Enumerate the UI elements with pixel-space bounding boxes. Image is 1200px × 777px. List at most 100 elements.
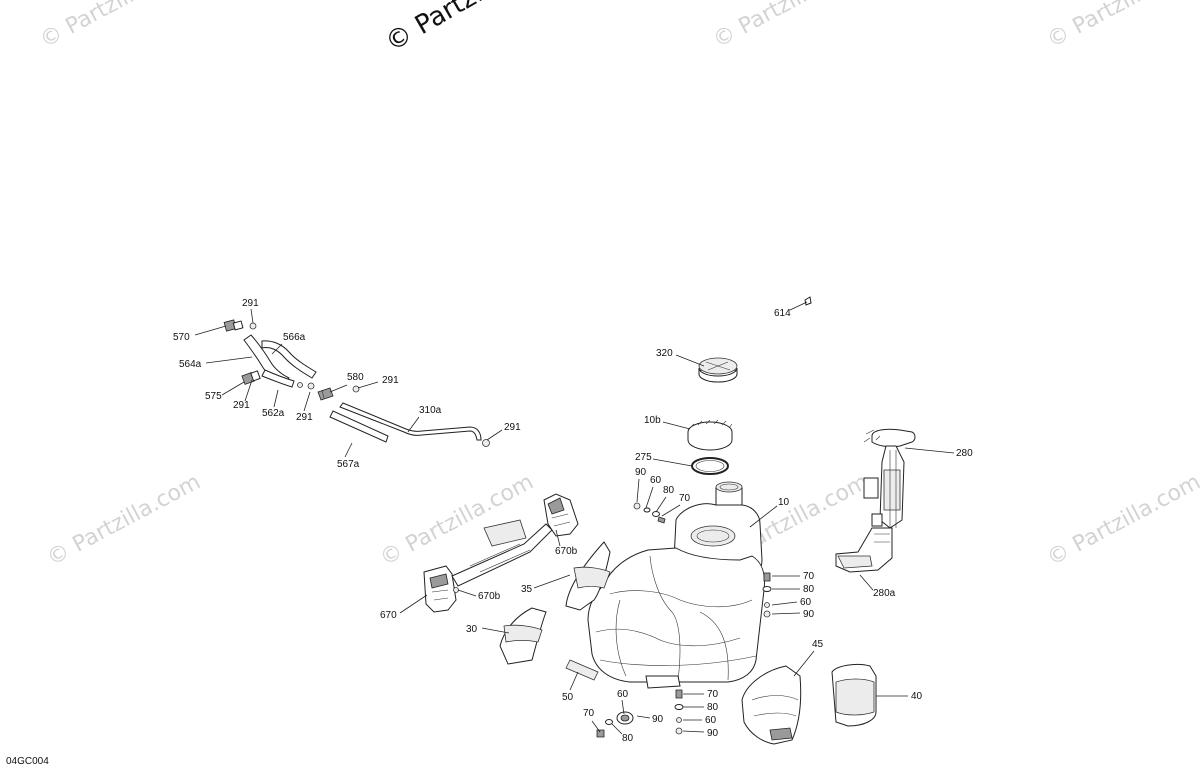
- leader-line: [194, 325, 227, 336]
- callout-label-320: 320: [656, 348, 673, 359]
- part-614-clip: [804, 296, 812, 306]
- callout-label-60: 60: [617, 689, 629, 700]
- leader-line: [789, 301, 808, 311]
- leader-line: [250, 308, 254, 324]
- leader-line: [655, 496, 667, 513]
- callout-label-30: 30: [466, 624, 478, 635]
- leader-line: [749, 505, 778, 528]
- leader-lines: [194, 301, 955, 735]
- hardware-stack-right: [762, 572, 772, 618]
- leader-line: [621, 699, 625, 715]
- part-291-clamp: [307, 382, 315, 390]
- leader-line: [636, 478, 640, 503]
- watermark-text: © Partzilla.com: [36, 0, 198, 53]
- leader-line: [675, 354, 705, 367]
- part-566a-hose: [261, 340, 317, 379]
- leader-line: [399, 594, 428, 614]
- leader-line: [859, 574, 874, 591]
- part-580-fitting: [317, 387, 334, 401]
- callout-label-70: 70: [803, 571, 815, 582]
- callout-label-670b: 670b: [555, 546, 578, 557]
- callout-label-291: 291: [233, 400, 250, 411]
- callout-label-60: 60: [800, 597, 812, 608]
- watermark-text: © Partzilla.com: [1043, 0, 1200, 53]
- callout-label-275: 275: [635, 452, 652, 463]
- callout-label-10b: 10b: [644, 415, 661, 426]
- part-575-connector: [241, 370, 261, 385]
- leader-line: [904, 447, 955, 454]
- fuel-line-assembly: [223, 319, 490, 447]
- part-291-clamp: [482, 439, 490, 447]
- part-310a-line: [339, 402, 482, 441]
- part-50-strip: [565, 659, 599, 681]
- leader-line: [271, 343, 283, 355]
- part-280a-fuel-pump-base: [835, 527, 893, 573]
- callout-label-50: 50: [562, 692, 574, 703]
- callout-label-291: 291: [382, 375, 399, 386]
- callout-label-10: 10: [778, 497, 790, 508]
- leader-line: [303, 391, 311, 412]
- leader-line: [244, 379, 253, 402]
- callout-label-40: 40: [911, 691, 923, 702]
- callout-label-280a: 280a: [873, 588, 896, 599]
- hardware-stack-lower: [596, 689, 684, 738]
- callout-label-90: 90: [707, 728, 719, 739]
- callout-label-90: 90: [635, 467, 647, 478]
- leader-line: [793, 650, 815, 677]
- callout-label-80: 80: [663, 485, 675, 496]
- leader-line: [636, 715, 651, 719]
- callout-label-60: 60: [705, 715, 717, 726]
- callout-label-70: 70: [583, 708, 595, 719]
- callout-label-90: 90: [803, 609, 815, 620]
- hardware-stack-upper: [633, 502, 666, 524]
- leader-line: [652, 458, 693, 467]
- leader-line: [357, 381, 379, 389]
- part-40-cover: [831, 663, 877, 727]
- callout-label-60: 60: [650, 475, 662, 486]
- callout-label-70: 70: [707, 689, 719, 700]
- callout-label-670: 670: [380, 610, 397, 621]
- callout-label-80: 80: [803, 584, 815, 595]
- callout-label-580: 580: [347, 372, 364, 383]
- watermark-layer: © Partzilla.com© Partzill© Partzilla.com…: [36, 0, 1200, 571]
- watermark-text: © Partzilla.com: [1043, 470, 1200, 572]
- callout-label-291: 291: [504, 422, 521, 433]
- callout-label-80: 80: [622, 733, 634, 744]
- watermark-text: © Partzilla.com: [709, 0, 871, 53]
- callout-label-291: 291: [296, 412, 313, 423]
- part-45-cover: [741, 665, 802, 745]
- part-275-seal: [691, 457, 729, 475]
- leader-line: [344, 442, 353, 458]
- leader-line: [611, 723, 623, 735]
- callout-label-564a: 564a: [179, 359, 202, 370]
- callout-label-90: 90: [652, 714, 664, 725]
- part-280-fuel-pump: [863, 428, 916, 529]
- callout-label-80: 80: [707, 702, 719, 713]
- leader-line: [771, 601, 798, 606]
- watermark-text: © Partzilla.com: [43, 470, 205, 572]
- leader-line: [682, 730, 705, 733]
- callout-label-570: 570: [173, 332, 190, 343]
- part-10b-lock-ring: [687, 419, 733, 451]
- part-567a-line: [329, 410, 389, 443]
- part-10-fuel-tank: [587, 481, 765, 689]
- callout-label-45: 45: [812, 639, 824, 650]
- callout-label-562a: 562a: [262, 408, 285, 419]
- leader-line: [481, 627, 510, 634]
- leader-line: [273, 389, 279, 408]
- callout-label-670b: 670b: [478, 591, 501, 602]
- leader-line: [555, 529, 561, 547]
- callout-label-35: 35: [521, 584, 533, 595]
- part-670b-bracket: [543, 493, 579, 537]
- leader-line: [221, 381, 245, 396]
- callout-label-70: 70: [679, 493, 691, 504]
- leader-line: [457, 589, 477, 597]
- leader-line: [569, 671, 579, 691]
- leader-line: [771, 612, 801, 615]
- leader-line: [662, 421, 691, 430]
- part-291-clamp: [352, 385, 360, 393]
- part-35-shield: [565, 541, 611, 611]
- leader-line: [645, 486, 654, 509]
